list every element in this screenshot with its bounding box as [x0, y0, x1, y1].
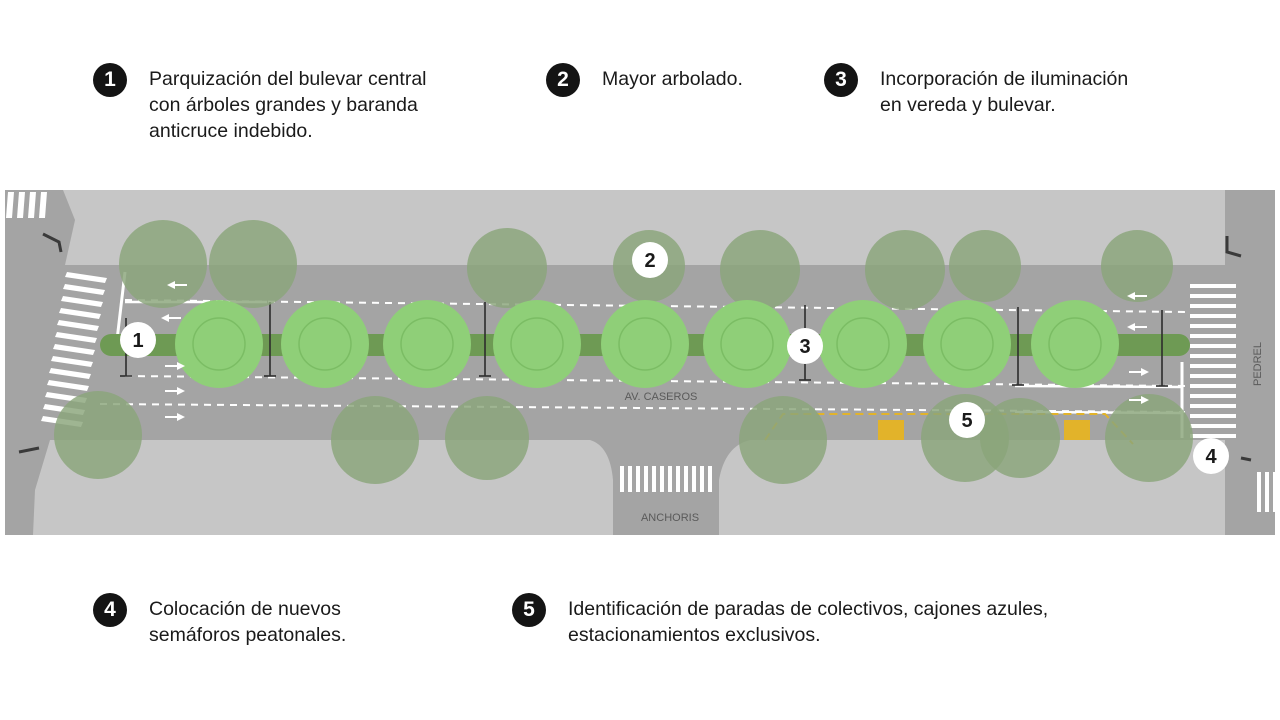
item-1-number: 1: [93, 63, 127, 97]
street-label-pedrel: PEDREL: [1252, 342, 1264, 386]
marker-4: 4: [1193, 438, 1229, 474]
marker-3-label: 3: [799, 336, 810, 358]
crosswalk-left-top: [6, 192, 47, 218]
item-4: 4 Colocación de nuevos semáforos peatona…: [93, 593, 347, 648]
item-3-text: Incorporación de iluminación en vereda y…: [880, 68, 1129, 116]
marker-5-label: 5: [961, 410, 972, 432]
item-1: 1 Parquización del bulevar central con á…: [93, 63, 427, 144]
item-2-number: 2: [546, 63, 580, 97]
marker-5: 5: [949, 402, 985, 438]
crosswalk-right-bottom: [1257, 472, 1275, 512]
item-3-number: 3: [824, 63, 858, 97]
crosswalk-right: [1190, 284, 1236, 438]
street-plan-map: AV. CASEROS ANCHORIS PEDREL 1 2 3 4 5: [5, 190, 1275, 535]
item-4-text: Colocación de nuevos semáforos peatonale…: [149, 598, 347, 646]
street-label-anchoris: ANCHORIS: [641, 512, 699, 524]
arrow-right-icon: [1129, 368, 1149, 376]
arrow-right-icon: [165, 362, 185, 370]
arrow-right-icon: [1129, 396, 1149, 404]
left-cross-street: [5, 190, 75, 265]
arrow-right-icon: [165, 387, 185, 395]
item-2: 2 Mayor arbolado.: [546, 63, 743, 97]
item-5-text: Identificación de paradas de colectivos,…: [568, 598, 1049, 646]
arrow-left-icon: [161, 314, 181, 322]
marker-1-label: 1: [132, 330, 143, 352]
left-cross-street-south: [5, 440, 50, 535]
item-2-text: Mayor arbolado.: [602, 68, 743, 90]
marker-2-label: 2: [644, 250, 655, 272]
marker-3: 3: [787, 328, 823, 364]
marker-4-label: 4: [1205, 446, 1217, 468]
item-3: 3 Incorporación de iluminación en vereda…: [824, 63, 1129, 118]
arrow-left-icon: [167, 281, 187, 289]
arrow-left-icon: [1127, 323, 1147, 331]
tree-canopy-texture: [192, 317, 1102, 371]
item-1-text: Parquización del bulevar central con árb…: [149, 68, 427, 142]
street-label-caseros: AV. CASEROS: [625, 391, 698, 403]
median-posts: [120, 302, 1168, 387]
new-median-trees: [175, 300, 1119, 388]
item-5-number: 5: [512, 593, 546, 627]
arrow-left-icon: [1127, 292, 1147, 300]
existing-trees: [54, 220, 1193, 484]
marker-1: 1: [120, 322, 156, 358]
lane-arrows: [161, 281, 1149, 421]
item-4-number: 4: [93, 593, 127, 627]
item-5: 5 Identificación de paradas de colectivo…: [512, 593, 1049, 648]
arrow-right-icon: [165, 413, 185, 421]
traffic-light-poles: [18, 232, 1252, 462]
marker-2: 2: [632, 242, 668, 278]
crosswalk-side-street: [620, 466, 712, 492]
